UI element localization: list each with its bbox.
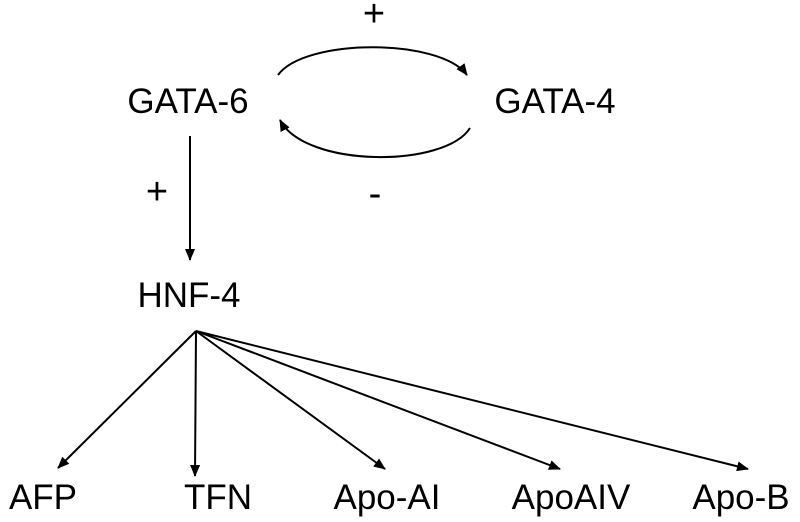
sign-gata4-represses-gata6: - (369, 173, 382, 215)
node-gata6: GATA-6 (127, 82, 248, 121)
edge-hnf4-to-apo-ai (195, 330, 386, 470)
node-apo-aiv: ApoAIV (512, 478, 631, 517)
edge-gata4-to-gata6 (279, 119, 471, 158)
node-hnf4: HNF-4 (137, 276, 240, 315)
edge-hnf4-to-apo-b (195, 330, 749, 472)
edge-hnf4-to-tfn (190, 330, 201, 477)
node-afp: AFP (9, 478, 77, 517)
sign-gata6-activates-hnf4: + (146, 171, 168, 213)
node-apo-b: Apo-B (692, 478, 789, 517)
edge-hnf4-to-apo-aiv (195, 330, 561, 470)
node-apo-ai: Apo-AI (334, 478, 441, 517)
edge-gata6-to-gata4 (277, 46, 468, 76)
edge-hnf4-to-afp (57, 330, 197, 469)
node-tfn: TFN (184, 478, 252, 517)
sign-gata6-activates-gata4: + (363, 0, 385, 35)
node-gata4: GATA-4 (494, 82, 615, 121)
